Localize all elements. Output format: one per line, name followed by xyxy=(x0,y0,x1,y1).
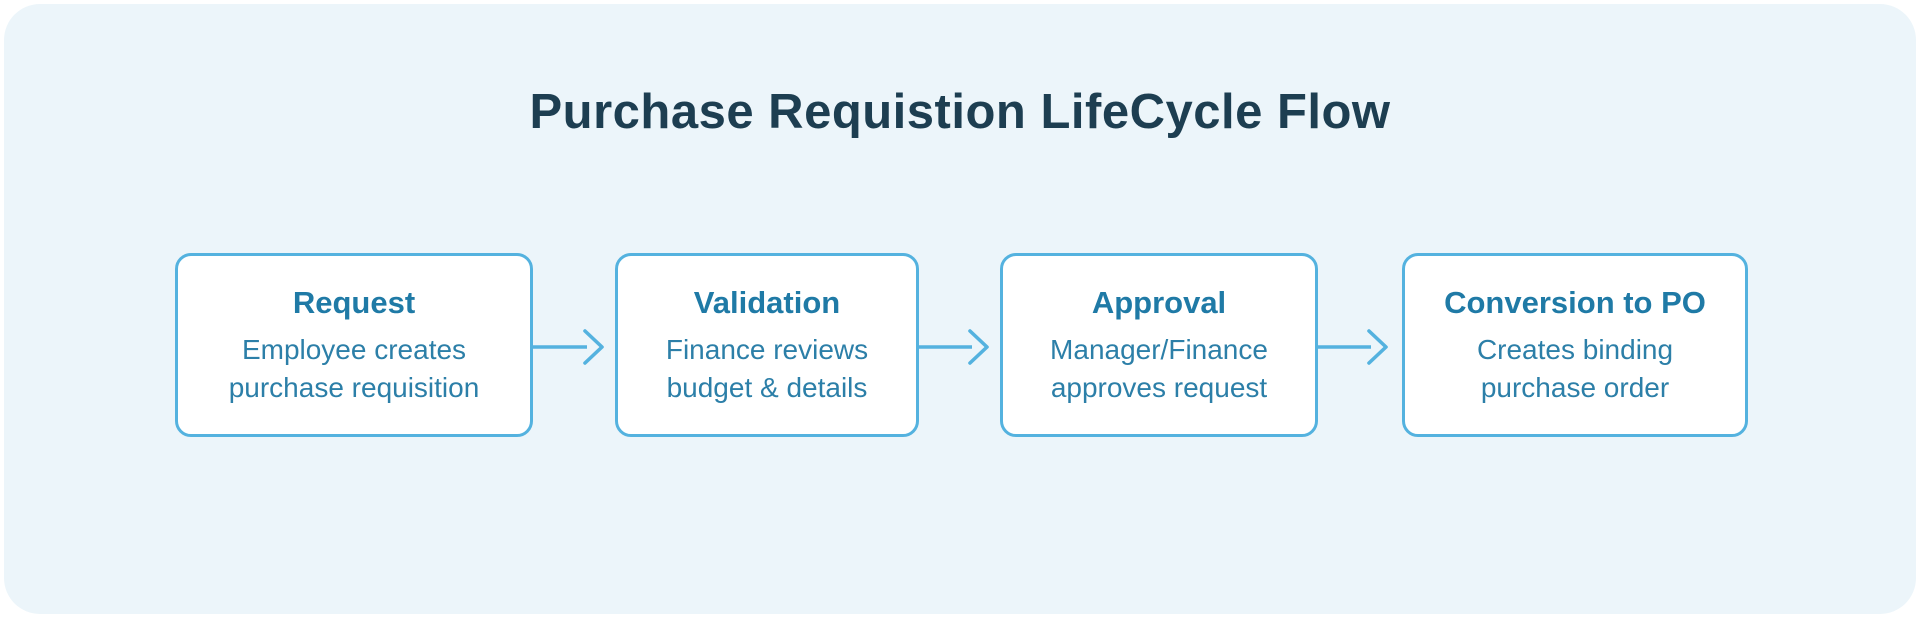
step-description-line: Manager/Finance xyxy=(1050,334,1268,365)
step-title: Approval xyxy=(1091,285,1227,320)
step-title: Request xyxy=(292,285,416,320)
diagram-title: Purchase Requistion LifeCycle Flow xyxy=(529,85,1391,139)
flow-step-approval: Approval Manager/Finance approves reques… xyxy=(1000,253,1318,437)
step-description-line: purchase requisition xyxy=(228,372,480,403)
right-arrow-icon xyxy=(533,329,604,365)
step-title: Conversion to PO xyxy=(1444,285,1706,320)
step-title: Validation xyxy=(693,285,841,320)
flow-step-conversion-to-po: Conversion to PO Creates binding purchas… xyxy=(1402,253,1748,437)
flow-step-validation: Validation Finance reviews budget & deta… xyxy=(615,253,919,437)
step-description-line: Finance reviews xyxy=(665,334,869,365)
step-description-line: budget & details xyxy=(666,372,868,403)
step-description-line: purchase order xyxy=(1480,372,1670,403)
step-description-line: Employee creates xyxy=(241,334,467,365)
step-description-line: approves request xyxy=(1050,372,1268,403)
flow-step-request: Request Employee creates purchase requis… xyxy=(175,253,533,437)
right-arrow-icon xyxy=(918,329,989,365)
right-arrow-icon xyxy=(1317,329,1388,365)
step-description-line: Creates binding xyxy=(1476,334,1674,365)
